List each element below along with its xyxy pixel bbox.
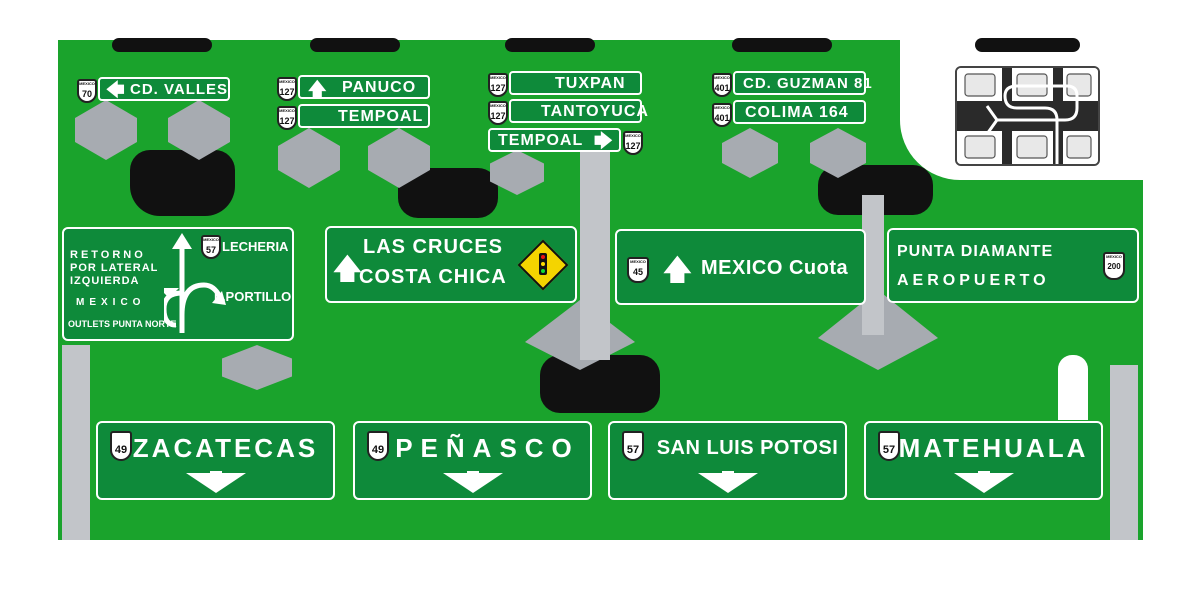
sign-text: LECHERIA bbox=[222, 239, 288, 254]
sign-text: PANUCO bbox=[342, 79, 416, 97]
sign-tantoyuca: 🡌 TANTOYUCA bbox=[509, 99, 642, 123]
support-post bbox=[1058, 355, 1088, 420]
sign-retorno: RETORNO POR LATERAL IZQUIERDA MEXICO OUT… bbox=[62, 227, 294, 341]
sign-text: AEROPUERTO bbox=[897, 272, 1050, 290]
sign-text: TEMPOAL bbox=[338, 108, 423, 126]
sign-matehuala: 57 MATEHUALA bbox=[864, 421, 1103, 500]
sign-text: CD. GUZMAN 81 bbox=[743, 75, 873, 92]
arrow-up-icon: 🡅 bbox=[333, 248, 362, 296]
sign-text: MEXICO Cuota bbox=[701, 257, 848, 280]
sign-cd-guzman: CD. GUZMAN 81 bbox=[733, 71, 866, 95]
route-shield: MEXICO401 bbox=[712, 103, 732, 127]
label-tag bbox=[505, 38, 595, 52]
sign-san-luis-potosi: 57 SAN LUIS POTOSI bbox=[608, 421, 847, 500]
route-shield: MEXICO127 bbox=[277, 77, 297, 101]
sign-text: TUXPAN bbox=[555, 75, 626, 93]
arrow-down-icon bbox=[698, 471, 758, 493]
route-shield: MEXICO401 bbox=[712, 73, 732, 97]
traffic-signal-warning-icon bbox=[519, 241, 567, 289]
support-post bbox=[580, 150, 610, 360]
sign-punta-diamante: PUNTA DIAMANTE AEROPUERTO 🡍 MEXICO200 bbox=[887, 228, 1139, 303]
sign-text: IZQUIERDA bbox=[70, 275, 140, 287]
sign-mexico-cuota: MEXICO45 🡅 MEXICO Cuota bbox=[615, 229, 866, 305]
sign-text: RETORNO bbox=[70, 249, 146, 261]
route-shield: MEXICO57 bbox=[201, 235, 221, 259]
label-tag bbox=[540, 355, 660, 413]
sign-zacatecas: 49 ZACATECAS bbox=[96, 421, 335, 500]
sign-penasco: 49 PEÑASCO bbox=[353, 421, 592, 500]
sign-las-cruces: 🡅 LAS CRUCES COSTA CHICA bbox=[325, 226, 577, 303]
sign-colima: COLIMA 164 bbox=[733, 100, 866, 124]
sign-tempoal: 🡌 TEMPOAL bbox=[298, 104, 430, 128]
label-tag bbox=[130, 150, 235, 216]
arrow-down-icon bbox=[186, 471, 246, 493]
support-post bbox=[1110, 365, 1138, 540]
sign-text: TANTOYUCA bbox=[541, 103, 649, 121]
sign-cd-valles: 🡄 CD. VALLES bbox=[98, 77, 230, 101]
retorno-diagram-sign bbox=[955, 66, 1100, 166]
sign-tuxpan: 🡌 TUXPAN bbox=[509, 71, 642, 95]
route-shield: MEXICO127 bbox=[277, 106, 297, 130]
sign-tempoal-right: TEMPOAL 🡆 bbox=[488, 128, 621, 152]
route-shield: MEXICO45 bbox=[627, 257, 649, 283]
arrow-down-icon bbox=[954, 471, 1014, 493]
arrow-right-icon: 🡆 bbox=[594, 129, 613, 159]
route-shield: MEXICO127 bbox=[623, 131, 643, 155]
label-tag bbox=[310, 38, 400, 52]
sign-text: L.PORTILLO bbox=[214, 289, 291, 304]
arrow-up-icon: 🡅 bbox=[663, 249, 692, 297]
label-tag bbox=[112, 38, 212, 52]
label-tag bbox=[732, 38, 832, 52]
retorno-diagram-icon bbox=[957, 68, 1098, 164]
arrow-left-icon: 🡄 bbox=[106, 78, 125, 108]
sign-text: COLIMA 164 bbox=[745, 104, 849, 122]
sign-text: POR LATERAL bbox=[70, 262, 158, 274]
support-post bbox=[62, 345, 90, 540]
sign-text: MATEHUALA bbox=[866, 433, 1101, 464]
route-shield: MEXICO127 bbox=[488, 101, 508, 125]
sign-text: LAS CRUCES bbox=[363, 236, 503, 259]
sign-text: CD. VALLES bbox=[130, 81, 228, 98]
sign-text: SAN LUIS POTOSI bbox=[610, 437, 845, 460]
label-tag bbox=[975, 38, 1080, 52]
arrow-up-icon: 🡅 bbox=[308, 77, 327, 107]
sign-text: PEÑASCO bbox=[355, 433, 590, 464]
route-shield: MEXICO70 bbox=[77, 79, 97, 103]
sign-panuco: 🡅 PANUCO bbox=[298, 75, 430, 99]
route-shield: MEXICO127 bbox=[488, 73, 508, 97]
sign-text: COSTA CHICA bbox=[359, 266, 507, 289]
sign-text: MEXICO bbox=[76, 297, 145, 308]
sign-text: ZACATECAS bbox=[98, 433, 333, 464]
sign-text: OUTLETS PUNTA NORTE bbox=[68, 319, 177, 329]
sign-text: TEMPOAL bbox=[498, 132, 583, 150]
route-shield: MEXICO200 bbox=[1103, 252, 1125, 280]
arrow-down-icon bbox=[443, 471, 503, 493]
sign-text: PUNTA DIAMANTE bbox=[897, 243, 1053, 261]
